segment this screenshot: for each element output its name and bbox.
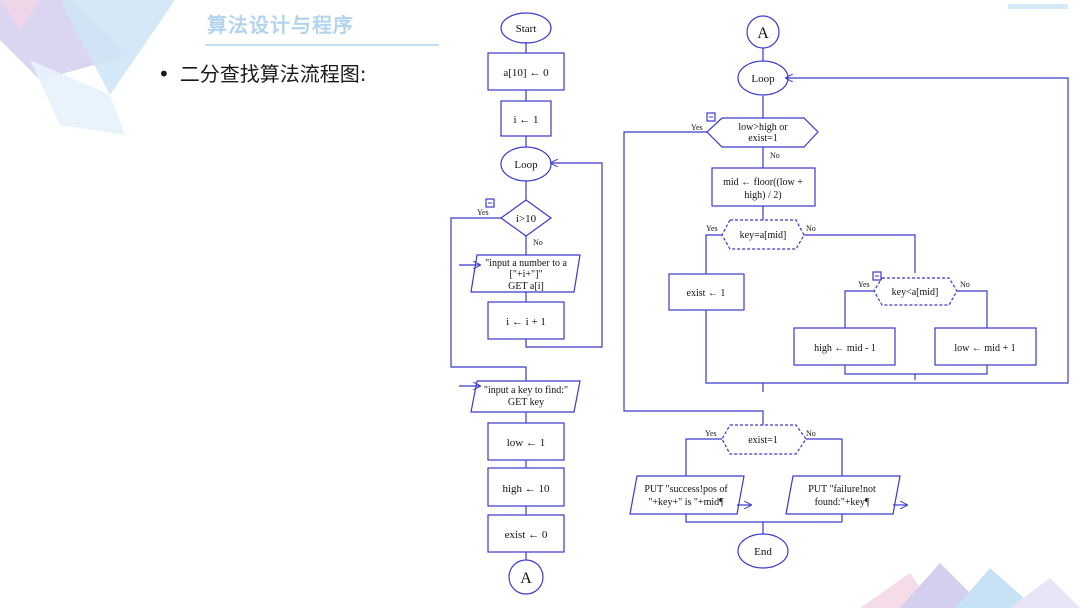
- yes-label: Yes: [858, 280, 870, 289]
- exist-set-label: exist ← 1: [687, 288, 726, 299]
- start-label: Start: [516, 23, 537, 35]
- no-label: No: [806, 429, 816, 438]
- bullet-marker: •: [158, 62, 170, 86]
- cond-loop-line2: exist=1: [748, 133, 778, 144]
- low-set-label: low ← mid + 1: [954, 343, 1015, 354]
- top-right-decoration: [1008, 4, 1068, 9]
- collapse-icon[interactable]: [485, 198, 495, 208]
- cond-exist-label: exist=1: [748, 435, 778, 446]
- input-key-line2: GET key: [508, 397, 544, 408]
- put-success-parallelogram: [629, 475, 745, 515]
- no-label: No: [770, 151, 780, 160]
- put-success-line2: "+key+" is "+mid¶: [648, 497, 724, 508]
- input-number-line1: "input a number to a: [485, 258, 567, 269]
- mid-calc-line1: mid ← floor((low +: [723, 177, 803, 188]
- init-i-label: i ← 1: [513, 114, 538, 126]
- yes-label: Yes: [691, 123, 703, 132]
- yes-label: Yes: [705, 429, 717, 438]
- end-terminal: [737, 533, 789, 569]
- yes-label: Yes: [477, 208, 489, 217]
- top-left-decoration: [0, 0, 175, 135]
- put-fail-line1: PUT "failure!not: [808, 484, 876, 495]
- no-label: No: [806, 224, 816, 233]
- loop-label-left: Loop: [514, 159, 538, 171]
- loop-terminal-right: [737, 60, 789, 96]
- title-underline: [205, 44, 439, 46]
- bottom-right-decoration: [860, 563, 1080, 608]
- high-set-label: high ← mid - 1: [814, 343, 876, 354]
- init-array-box: [487, 52, 565, 91]
- input-number-line2: ["+i+"]": [510, 269, 543, 280]
- collapse-icon[interactable]: [872, 271, 882, 281]
- connector-a-top-label: A: [757, 25, 769, 42]
- input-key-line1: "input a key to find:": [484, 385, 568, 396]
- connector-a-bottom-label: A: [520, 570, 532, 587]
- right-flow-connectors: [623, 48, 1069, 534]
- high-set-box: [793, 327, 896, 366]
- cond-loop-hexagon: [706, 117, 819, 148]
- exist-init-box: [487, 514, 565, 553]
- end-label: End: [754, 546, 772, 558]
- exist-init-label: exist ← 0: [505, 529, 548, 541]
- cond-loop-line1: low>high or: [738, 122, 788, 133]
- init-array-label: a[10] ← 0: [503, 67, 549, 79]
- no-label: No: [533, 238, 543, 247]
- init-i-box: [500, 100, 552, 137]
- cond-lt-label: key<a[mid]: [892, 287, 939, 298]
- connector-a-top: [746, 15, 780, 49]
- low-set-box: [934, 327, 1037, 366]
- exist-set-box: [668, 273, 745, 311]
- connector-a-bottom: [508, 559, 544, 595]
- incr-i-label: i ← i + 1: [506, 316, 546, 328]
- incr-i-box: [487, 301, 565, 340]
- input-number-line3: GET a[i]: [508, 281, 544, 292]
- cond-lt-hexagon: [873, 277, 958, 306]
- yes-label: Yes: [706, 224, 718, 233]
- put-success-line1: PUT "success!pos of: [644, 484, 728, 495]
- high-init-box: [487, 467, 565, 507]
- cond-eq-hexagon: [721, 219, 805, 250]
- start-terminal: [500, 12, 552, 44]
- cond-i-diamond: [499, 199, 553, 237]
- mid-calc-box: [711, 167, 816, 207]
- high-init-label: high ← 10: [502, 483, 550, 495]
- slide-title: 算法设计与程序: [207, 13, 354, 37]
- bullet-text: 二分查找算法流程图:: [179, 62, 367, 86]
- no-label: No: [960, 280, 970, 289]
- loop-label-right: Loop: [751, 73, 775, 85]
- cond-eq-label: key=a[mid]: [740, 230, 787, 241]
- low-init-box: [487, 422, 565, 461]
- input-number-parallelogram: [470, 254, 581, 293]
- collapse-icon[interactable]: [706, 112, 716, 122]
- left-flow-connectors: [450, 42, 603, 560]
- cond-exist-hexagon: [721, 424, 807, 455]
- loop-terminal-left: [500, 146, 552, 182]
- cond-i-label: i>10: [516, 213, 537, 225]
- put-fail-line2: found:"+key¶: [815, 497, 870, 508]
- put-fail-parallelogram: [785, 475, 901, 515]
- input-key-parallelogram: [470, 380, 581, 413]
- mid-calc-line2: high) / 2): [744, 190, 781, 201]
- low-init-label: low ← 1: [507, 437, 546, 449]
- bullet-item: • 二分查找算法流程图:: [158, 58, 367, 87]
